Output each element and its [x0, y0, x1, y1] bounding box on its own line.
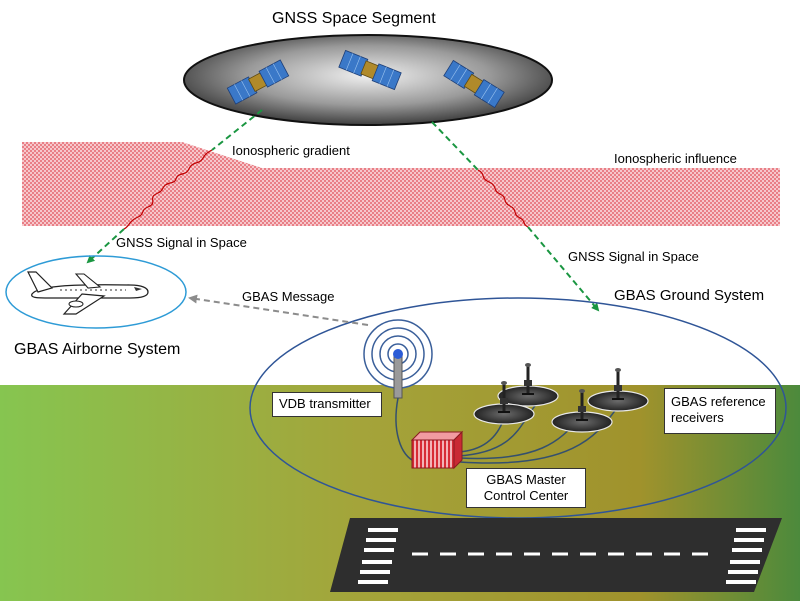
gnss-signal-right — [431, 121, 479, 171]
airplane-icon — [27, 271, 149, 315]
airborne-system-ellipse — [5, 255, 187, 329]
reference-receivers-label: GBAS reference receivers — [664, 388, 776, 434]
airborne-system-title: GBAS Airborne System — [14, 341, 181, 358]
control-center-icon — [410, 430, 464, 470]
space-segment-title: GNSS Space Segment — [272, 10, 436, 27]
ionospheric-scintillation-left — [123, 149, 213, 230]
vdb-transmitter-label: VDB transmitter — [272, 392, 382, 417]
space-segment-ellipse — [183, 34, 553, 126]
gnss-signal-right-label: GNSS Signal in Space — [568, 249, 699, 264]
reference-receivers-line1: GBAS reference — [671, 394, 766, 409]
gnss-signal-left — [211, 109, 263, 151]
antenna-icon — [363, 319, 433, 399]
vdb-transmitter-text: VDB transmitter — [279, 396, 371, 411]
gbas-message-label: GBAS Message — [242, 289, 335, 304]
ionospheric-gradient-label: Ionospheric gradient — [232, 143, 350, 158]
gbas-message-arrow — [188, 294, 369, 326]
master-control-line2: Control Center — [483, 488, 569, 504]
gnss-signal-left-label: GNSS Signal in Space — [116, 235, 247, 250]
master-control-line1: GBAS Master — [486, 472, 566, 487]
ionospheric-scintillation-right — [477, 169, 529, 228]
master-control-center-label: GBAS Master Control Center — [466, 468, 586, 508]
runway — [330, 518, 782, 592]
ionosphere-band — [22, 142, 780, 226]
gnss-signal-right-lower — [527, 226, 600, 312]
ionospheric-influence-label: Ionospheric influence — [614, 151, 737, 166]
reference-receivers-line2: receivers — [671, 410, 724, 426]
ground-system-title: GBAS Ground System — [614, 287, 765, 304]
